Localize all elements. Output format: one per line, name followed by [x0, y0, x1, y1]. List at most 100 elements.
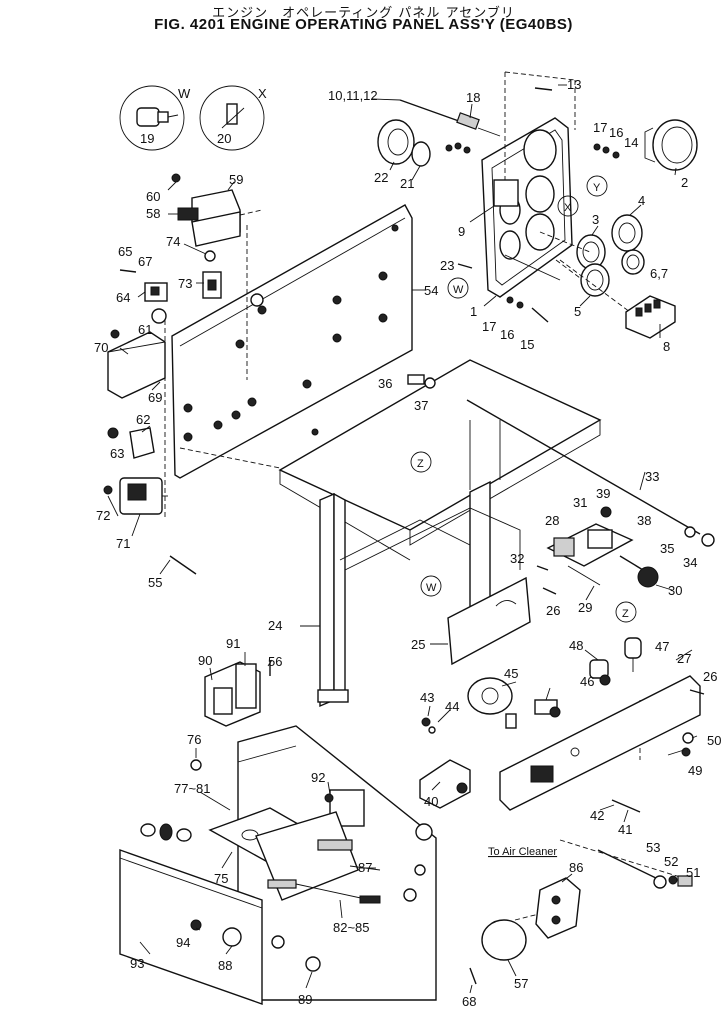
part-label-77-81: 77~81: [174, 781, 211, 796]
screw-70: [110, 329, 120, 339]
part-label-5: 5: [574, 304, 581, 319]
nut-49: [681, 747, 691, 757]
gauge-2: [644, 119, 698, 171]
screw-55: [169, 555, 197, 575]
callout-x-marker: X: [564, 202, 572, 214]
part-label-32: 32: [510, 551, 524, 566]
grommet-88: [222, 927, 242, 947]
part-label-72: 72: [96, 508, 110, 523]
part-label-17b: 17: [482, 319, 496, 334]
part-label-22: 22: [374, 170, 388, 185]
callout-z-marker-2: Z: [622, 608, 629, 620]
part-label-37: 37: [414, 398, 428, 413]
washer-16b: [516, 301, 524, 309]
part-label-20: 20: [217, 131, 231, 146]
part-label-38: 38: [637, 513, 651, 528]
part-label-90: 90: [198, 653, 212, 668]
plate-25: [447, 576, 531, 666]
bolt-15: [531, 307, 549, 323]
part-label-46: 46: [580, 674, 594, 689]
connector-86: [535, 877, 581, 939]
washer-16: [602, 146, 610, 154]
nut-14: [612, 151, 620, 159]
figure-title: FIG. 4201 ENGINE OPERATING PANEL ASS'Y (…: [154, 16, 573, 33]
part-label-86: 86: [569, 860, 583, 875]
bolt-32: [536, 565, 549, 571]
part-label-61: 61: [138, 322, 152, 337]
part-label-55: 55: [148, 575, 162, 590]
box-90-91: [204, 661, 261, 727]
part-label-16b: 16: [500, 327, 514, 342]
part-label-57: 57: [514, 976, 528, 991]
screw-60: [171, 173, 181, 183]
part-label-10-12: 10,11,12: [328, 88, 378, 103]
part-label-4: 4: [638, 193, 645, 208]
fitting-51: [677, 875, 693, 887]
switch-46: [534, 699, 561, 718]
bolt-36: [407, 374, 425, 385]
part-label-36: 36: [378, 376, 392, 391]
part-label-91: 91: [226, 636, 240, 651]
bolt-26b: [689, 689, 705, 695]
end-34: [701, 533, 715, 547]
part-label-71: 71: [116, 536, 130, 551]
callout-w-marker-1: W: [453, 284, 464, 296]
part-label-69: 69: [148, 390, 162, 405]
part-label-39: 39: [596, 486, 610, 501]
part-label-63: 63: [110, 446, 124, 461]
bolt-26a: [542, 587, 557, 595]
part-label-51: 51: [686, 865, 700, 880]
part-label-21: 21: [400, 176, 414, 191]
part-labels: 10,11,12 13 18 17 16 14 2 22 21 9 4 3 6,…: [94, 77, 721, 1009]
knob-48: [589, 659, 611, 686]
nut-37: [424, 377, 436, 389]
bracket-58: [191, 211, 241, 247]
cable-33: [466, 399, 701, 535]
gauge-3: [576, 234, 606, 270]
part-label-17a: 17: [593, 120, 607, 135]
part-label-73: 73: [178, 276, 192, 291]
part-label-67: 67: [138, 254, 152, 269]
gauge-4: [611, 214, 643, 252]
screws-group: [445, 142, 471, 154]
part-label-87: 87: [358, 860, 372, 875]
part-label-18: 18: [466, 90, 480, 105]
part-label-82-85: 82~85: [333, 920, 370, 935]
knob-47: [624, 637, 642, 672]
part-label-68: 68: [462, 994, 476, 1009]
front-plate-27: [499, 675, 701, 811]
callout-y-marker: Y: [593, 182, 601, 194]
part-label-62: 62: [136, 412, 150, 427]
screw-13: [534, 87, 553, 91]
part-label-15: 15: [520, 337, 534, 352]
relay-71: [119, 477, 168, 515]
cap-57: [481, 919, 527, 961]
part-label-48: 48: [569, 638, 583, 653]
callout-w-marker-2: W: [426, 582, 437, 594]
screw-65: [119, 269, 137, 273]
part-label-88: 88: [218, 958, 232, 973]
stand-frame-24: [278, 359, 602, 708]
bolt-94: [190, 919, 202, 931]
callout-circles: [410, 175, 637, 623]
part-label-19: 19: [140, 131, 154, 146]
nut-43: [421, 717, 431, 727]
callout-x-label: X: [258, 86, 267, 101]
chamber-40: [419, 759, 471, 809]
back-plate-54: [171, 204, 425, 479]
note-to-air-cleaner: To Air Cleaner: [488, 846, 557, 858]
part-label-44: 44: [445, 699, 459, 714]
part-label-35: 35: [660, 541, 674, 556]
part-label-49: 49: [688, 763, 702, 778]
part-label-59: 59: [229, 172, 243, 187]
screw-72: [103, 485, 113, 495]
washer-52: [668, 875, 678, 885]
screw-63: [107, 427, 119, 439]
lamp-6-7: [621, 249, 645, 275]
part-label-53: 53: [646, 840, 660, 855]
bolt-74: [204, 250, 216, 262]
grommet-61: [151, 308, 167, 324]
part-label-92: 92: [311, 770, 325, 785]
bracket-62: [129, 427, 155, 459]
